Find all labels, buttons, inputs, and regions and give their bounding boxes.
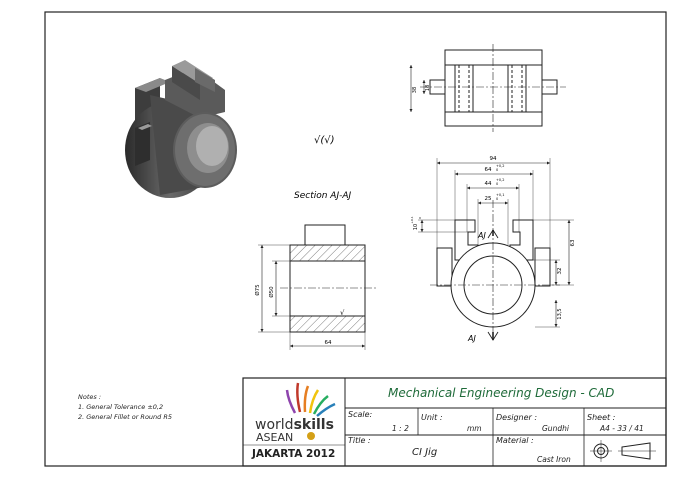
notes-title: Notes : <box>78 393 102 401</box>
front-dim-25-tol-bot: 0 <box>496 197 498 201</box>
title-value: CI Jig <box>412 447 438 458</box>
front-dim-44: 44 <box>485 181 492 187</box>
logo-asean: ASEAN <box>256 431 294 444</box>
material-label: Material : <box>496 436 534 445</box>
front-dim-10-tol-bot: 0 <box>418 217 422 219</box>
logo-skills: skills <box>293 417 334 433</box>
logo-world: world <box>255 417 294 433</box>
notes-block: Notes : 1. General Tolerance ±0,2 2. Gen… <box>78 392 172 422</box>
front-dim-63: 63 <box>570 239 576 246</box>
section-dim-bore: Ø50 <box>268 286 275 298</box>
top-dim-inner: 18 <box>425 85 431 91</box>
worldskills-logo-art <box>285 382 336 440</box>
main-title: Mechanical Engineering Design - CAD <box>388 386 615 400</box>
projection-symbol-icon <box>590 440 656 462</box>
title-label: Title : <box>348 436 371 445</box>
front-dim-25-tol-top: +0,1 <box>496 193 505 197</box>
logo-wordmark: worldskills <box>255 417 334 433</box>
front-dim-10: 10 <box>413 224 419 230</box>
scale-label: Scale: <box>348 410 373 419</box>
sheet-value: A4 - 33 / 41 <box>600 424 644 433</box>
designer-label: Designer : <box>496 413 538 422</box>
designer-value: Gundhi <box>542 424 569 433</box>
front-dim-64-tol-top: +0,2 <box>496 164 505 168</box>
section-dim-outer: Ø75 <box>254 284 261 296</box>
cut-label-bottom: AJ <box>467 334 476 343</box>
cut-label-top: AJ <box>477 231 486 240</box>
front-dim-44-tol-top: +0,2 <box>496 178 505 182</box>
section-surface-mark: √ <box>340 309 345 317</box>
surface-finish-symbol: √(√) <box>314 135 335 146</box>
unit-value: mm <box>467 424 482 433</box>
top-dim-height: 38 <box>412 87 418 93</box>
front-dim-64: 64 <box>485 167 492 173</box>
section-label: Section AJ-AJ <box>294 191 352 201</box>
front-dim-94: 94 <box>490 156 497 162</box>
logo-city: JAKARTA 2012 <box>252 448 336 460</box>
section-view <box>258 224 376 350</box>
title-block-grid <box>242 377 667 467</box>
front-dim-64-tol-bot: 0 <box>496 168 498 172</box>
front-view <box>418 158 574 340</box>
top-view <box>409 44 566 132</box>
front-dim-10-tol-top: +0,1 <box>410 216 414 223</box>
section-dim-length: 64 <box>325 340 332 346</box>
isometric-view <box>125 60 237 198</box>
front-dim-44-tol-bot: 0 <box>496 182 498 186</box>
material-value: Cast Iron <box>537 455 571 464</box>
sheet-label: Sheet : <box>587 413 616 422</box>
front-dim-32: 32 <box>557 268 563 275</box>
scale-value: 1 : 2 <box>392 424 409 433</box>
unit-label: Unit : <box>421 413 443 422</box>
note-item-1: 1. General Tolerance ±0,2 <box>78 403 164 411</box>
note-item-2: 2. General Fillet or Round R5 <box>78 413 173 421</box>
front-dim-25: 25 <box>485 196 492 202</box>
front-dim-base: 13,5 <box>557 308 563 319</box>
